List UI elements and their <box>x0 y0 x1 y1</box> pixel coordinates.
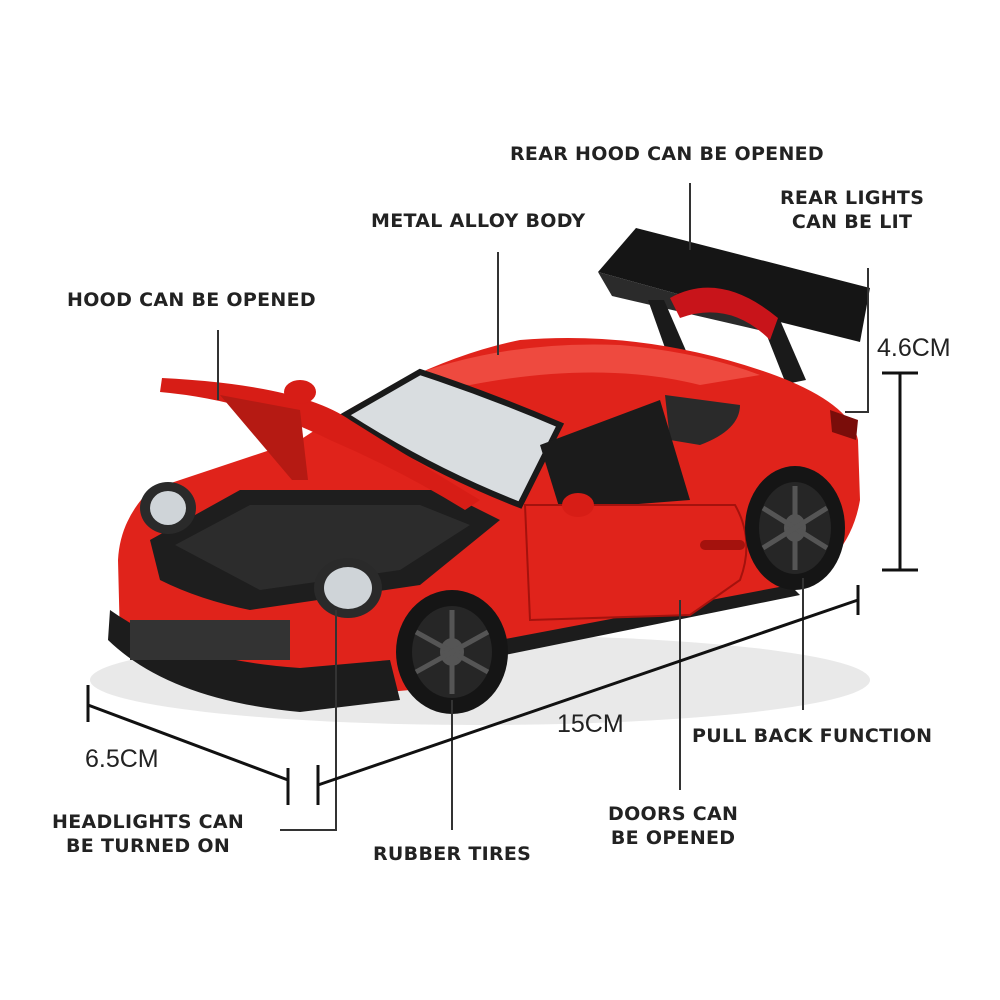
rear-lights-label-line2: CAN BE LIT <box>791 211 913 233</box>
doors-label-line2: BE OPENED <box>610 827 736 849</box>
pull-back-label: PULL BACK FUNCTION <box>692 725 933 747</box>
front-wheel <box>396 590 508 714</box>
rear-hood-label: REAR HOOD CAN BE OPENED <box>510 143 824 165</box>
headlights-label: HEADLIGHTS CAN BE TURNED ON <box>52 810 244 858</box>
length-dimension: 15CM <box>557 710 624 738</box>
headlights <box>140 482 382 618</box>
height-dimension: 4.6CM <box>877 334 951 362</box>
headlights-label-line1: HEADLIGHTS CAN <box>52 811 245 833</box>
rear-spoiler <box>598 228 870 384</box>
front-grille <box>130 620 290 660</box>
rear-lights-label-line1: REAR LIGHTS <box>780 187 925 209</box>
hood-label: HOOD CAN BE OPENED <box>67 289 316 311</box>
side-mirror <box>562 493 594 517</box>
car-body <box>108 338 860 712</box>
doors-label-line1: DOORS CAN <box>608 803 739 825</box>
width-dimension: 6.5CM <box>85 745 159 773</box>
leader-lines <box>217 183 869 831</box>
rubber-tires-label: RUBBER TIRES <box>373 843 532 865</box>
dimension-lines <box>86 371 918 805</box>
metal-body-label: METAL ALLOY BODY <box>371 210 586 232</box>
headlights-label-line2: BE TURNED ON <box>66 835 231 857</box>
rear-wheel <box>745 466 845 590</box>
rear-lights-label: REAR LIGHTS CAN BE LIT <box>780 186 924 234</box>
door-handle <box>700 540 745 550</box>
rear-light <box>830 410 858 440</box>
doors-label: DOORS CAN BE OPENED <box>608 802 738 850</box>
